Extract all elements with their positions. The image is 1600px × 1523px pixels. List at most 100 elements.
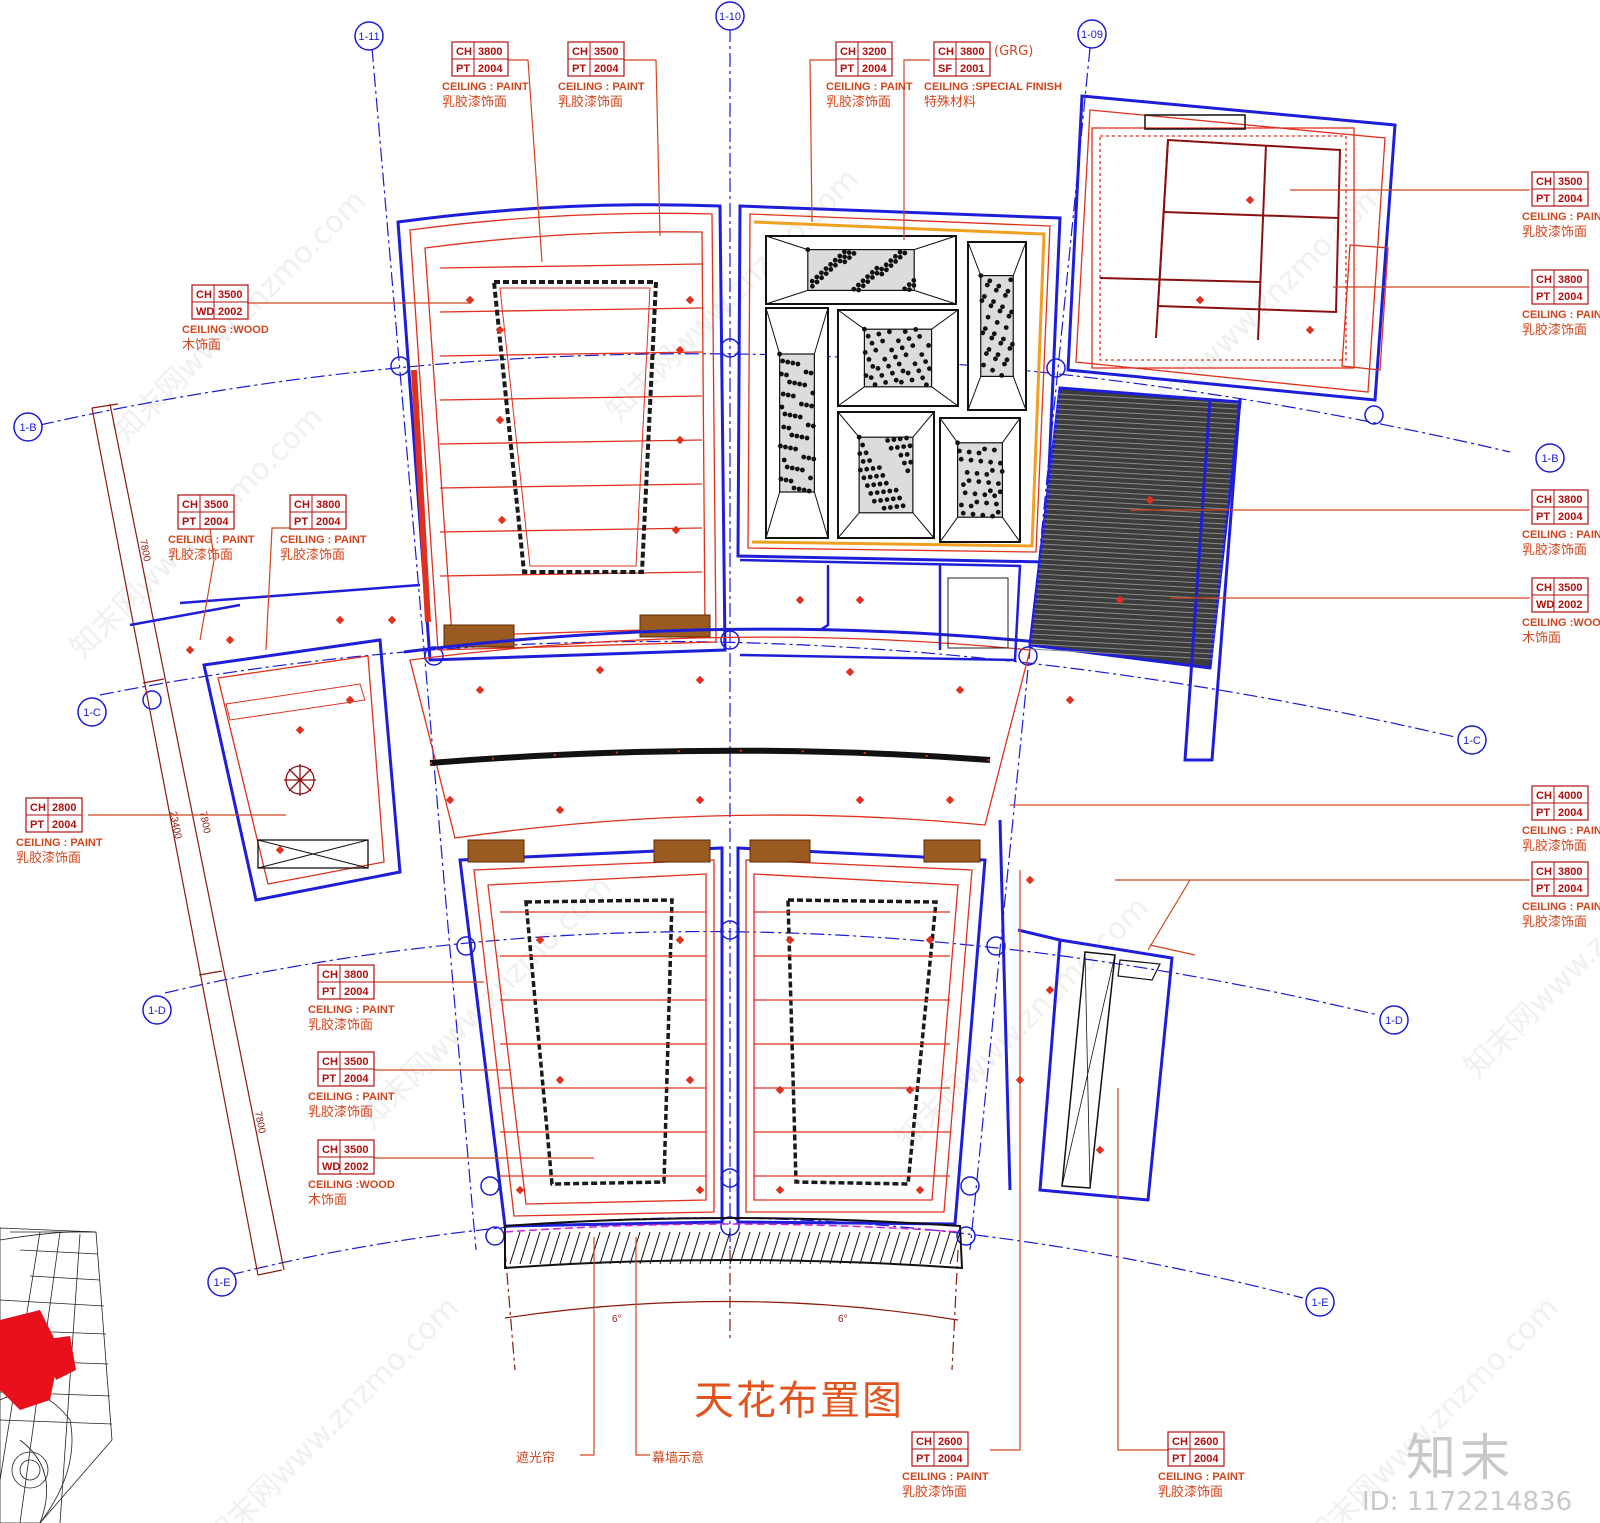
tag-material-prefix: PT [1536, 807, 1550, 819]
louvre-slat [1031, 638, 1214, 650]
hatch-line [929, 1231, 941, 1265]
tag-finish: 乳胶漆饰面 [1522, 322, 1587, 338]
hatch-line [539, 1231, 551, 1265]
downlight [915, 1185, 925, 1195]
louvre-slat [1031, 633, 1215, 645]
downlight [335, 615, 345, 625]
hatch-line [899, 1231, 911, 1265]
downlight [1245, 195, 1255, 205]
downlight [1045, 985, 1055, 995]
louvre-slat [1038, 568, 1221, 580]
tag-ch-label: CH [30, 802, 46, 814]
tag-material-code: 2001 [960, 63, 984, 75]
hatch-line [829, 1231, 841, 1265]
hatch-line [809, 1231, 821, 1265]
grg-coffer [967, 241, 1027, 411]
hatch-line [549, 1231, 561, 1265]
window-strip-left [411, 369, 431, 623]
downlight [475, 685, 485, 695]
downlight [465, 295, 475, 305]
tag-finish: 木饰面 [308, 1193, 347, 1208]
downlight [1305, 325, 1315, 335]
louvre-slat [1051, 448, 1233, 460]
hatch-line [579, 1231, 591, 1265]
tag-finish: 乳胶漆饰面 [1522, 542, 1587, 558]
louvre-slat [1054, 423, 1236, 435]
tag-finish: 乳胶漆饰面 [280, 547, 345, 563]
louvre-slat [1042, 533, 1225, 545]
tag-caption: CEILING :SPECIAL FINISH [924, 81, 1062, 93]
tag-ch-label: CH [1536, 494, 1552, 506]
downlight [497, 515, 507, 525]
louvre-slat [1037, 578, 1220, 590]
grg-coffer [837, 309, 959, 407]
tag-material-prefix: PT [1172, 1453, 1186, 1465]
tag-ch-label: CH [196, 289, 212, 301]
dimension-labels: 7800 23400 7800 7800 6° 6° [137, 538, 848, 1325]
louvre-slat [1051, 453, 1233, 465]
downlight [445, 795, 455, 805]
tag-material-code: 2004 [1558, 291, 1583, 303]
room-bottom-right-narrow [1038, 938, 1174, 1202]
arc-dimension-ticks [504, 1249, 959, 1371]
grid-bubble-label: 1-D [1385, 1015, 1403, 1027]
grid-bubble: 1-11 [354, 21, 384, 51]
tag-ch-label: CH [840, 46, 856, 58]
downlight [295, 725, 305, 735]
louvre-slat [1041, 543, 1224, 555]
hatch-line [699, 1231, 711, 1265]
dimension-label: 6° [838, 1314, 848, 1325]
tag-ceiling-height: 2600 [1194, 1436, 1218, 1448]
tag-material-code: 2004 [52, 819, 77, 831]
tag-caption: CEILING : PAINT [1522, 901, 1600, 913]
hatch-line [749, 1231, 761, 1265]
room-left [202, 638, 402, 902]
tag-material-code: 2004 [344, 1073, 369, 1085]
louvre-slat [1038, 573, 1221, 585]
tag-material-prefix: SF [938, 63, 952, 75]
vent-top-right [1144, 114, 1246, 130]
tag-ceiling-height: 3800 [1558, 494, 1582, 506]
tag-material-prefix: PT [572, 63, 586, 75]
ceiling-strip [439, 307, 703, 313]
tag-material-prefix: WD [322, 1161, 340, 1173]
louvre-slat [1054, 428, 1235, 440]
grid-bubble: 1-C [1457, 725, 1487, 755]
tag-caption: CEILING : PAINT [902, 1471, 989, 1483]
tag-material-code: 2004 [316, 516, 341, 528]
tag-ch-label: CH [1536, 274, 1552, 286]
downlight [855, 795, 865, 805]
hatch-line [859, 1231, 871, 1265]
tag-ceiling-height: 3800 [478, 46, 502, 58]
dimension-label: 7800 [252, 1110, 267, 1134]
louvre-slat [1032, 623, 1216, 635]
downlight [1145, 495, 1155, 505]
louvre-slat [1033, 618, 1216, 630]
louvre-slat [1045, 503, 1228, 515]
hatch-line [949, 1231, 961, 1265]
tag-finish: 乳胶漆饰面 [902, 1484, 967, 1500]
louvre-slat [1035, 593, 1219, 605]
hatch-line [519, 1231, 531, 1265]
grid-bubble: 1-E [1305, 1287, 1335, 1317]
tag-caption: CEILING : PAINT [168, 534, 255, 546]
louvre-slat [1052, 443, 1234, 455]
tag-ceiling-height: 3800 [316, 499, 340, 511]
watermark-text: 知末网www.znzmo.com [1458, 819, 1600, 1085]
grid-bubble: 1-B [1535, 443, 1565, 473]
downlight [675, 345, 685, 355]
downlight [535, 935, 545, 945]
louvre-slat [1036, 588, 1219, 600]
dimension-label: 7800 [197, 810, 212, 834]
downlight [775, 1185, 785, 1195]
tag-material-code: 2004 [1558, 193, 1583, 205]
hatch-line [789, 1231, 801, 1265]
ceiling-strip [439, 439, 703, 445]
